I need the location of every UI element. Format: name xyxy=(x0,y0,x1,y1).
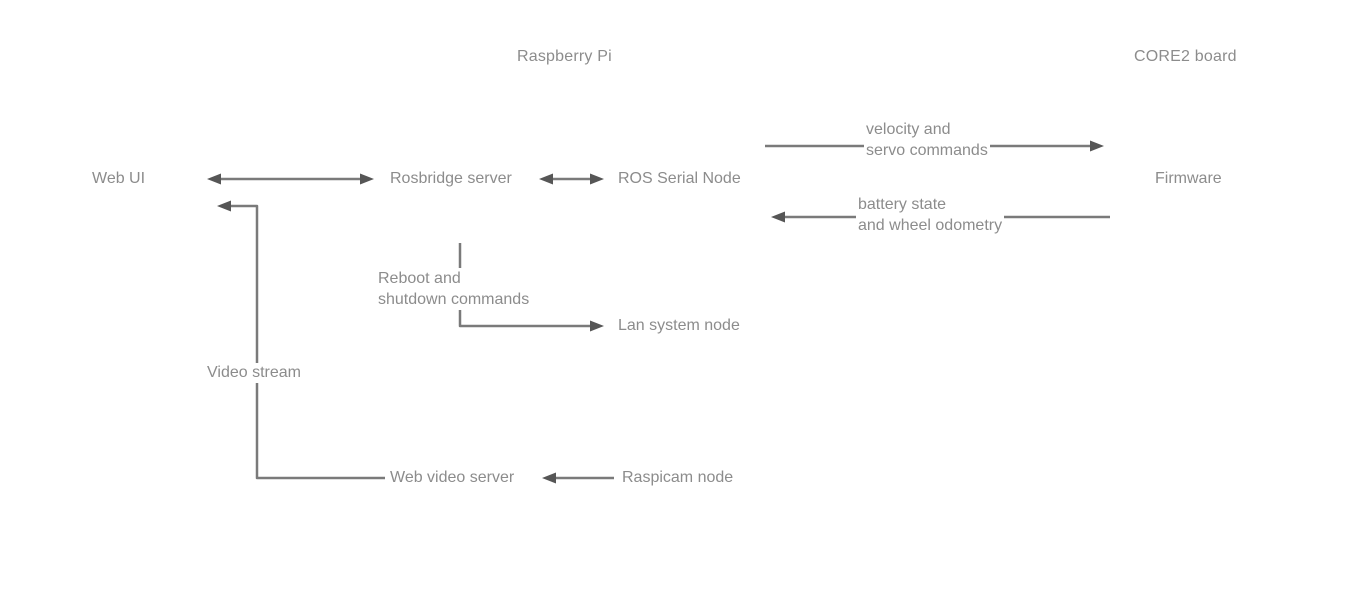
node-ros-serial-node: ROS Serial Node xyxy=(618,170,741,187)
battery-edge-label-line1: battery state xyxy=(856,194,949,215)
node-rosbridge-server: Rosbridge server xyxy=(390,170,512,187)
battery-edge-label-line2: and wheel odometry xyxy=(856,215,1005,236)
edge-rosbridge-serial-arrow-right xyxy=(590,173,604,185)
edge-battery-arrow-left xyxy=(771,211,785,223)
raspberry-pi-header: Raspberry Pi xyxy=(517,48,612,65)
edge-rosbridge-serial-arrow-left xyxy=(539,173,553,185)
edge-webui-rosbridge-arrow-left xyxy=(207,173,221,185)
node-raspicam-node: Raspicam node xyxy=(622,469,734,486)
edge-webui-rosbridge-arrow-right xyxy=(360,173,374,185)
node-web-video-server: Web video server xyxy=(390,469,515,486)
node-lan-system-node: Lan system node xyxy=(618,317,740,334)
edge-velocity-arrow-right xyxy=(1090,140,1104,152)
core2-board-header: CORE2 board xyxy=(1134,48,1237,65)
edge-videostream-path xyxy=(231,204,385,480)
edge-videostream-arrow-left xyxy=(217,200,231,212)
node-firmware: Firmware xyxy=(1155,170,1222,187)
video-stream-edge-label: Video stream xyxy=(205,363,303,383)
edge-reboot-arrow-right xyxy=(590,320,604,332)
edge-raspicam-webvideo-arrow-left xyxy=(542,472,556,484)
battery-edge-label: battery state and wheel odometry xyxy=(856,194,1005,236)
velocity-edge-label-line2: servo commands xyxy=(864,140,990,161)
velocity-edge-label-line1: velocity and xyxy=(864,119,953,140)
reboot-edge-label: Reboot and shutdown commands xyxy=(376,268,532,310)
velocity-edge-label: velocity and servo commands xyxy=(864,119,990,161)
reboot-edge-label-line2: shutdown commands xyxy=(376,289,532,310)
reboot-edge-label-line1: Reboot and xyxy=(376,268,463,289)
node-web-ui: Web UI xyxy=(92,170,146,187)
